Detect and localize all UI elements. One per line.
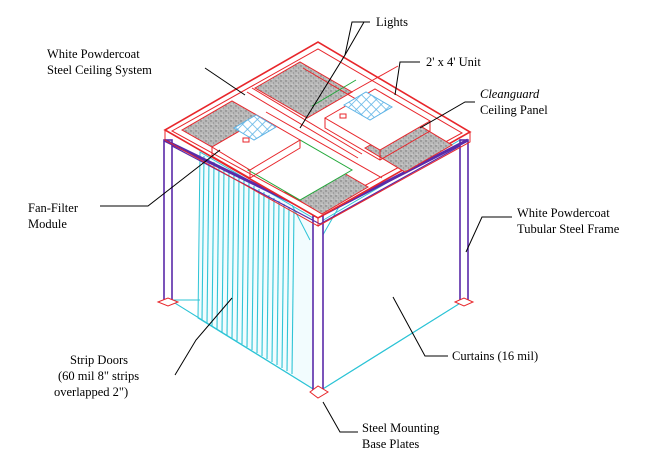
label-ceiling-system-2: Steel Ceiling System bbox=[47, 63, 152, 77]
label-fan-filter-2: Module bbox=[28, 217, 67, 231]
filter-grid-icon bbox=[343, 91, 393, 121]
fan-filter-module-right bbox=[324, 88, 431, 161]
labels: Lights White Powdercoat Steel Ceiling Sy… bbox=[28, 15, 620, 451]
strip-doors bbox=[201, 155, 295, 375]
label-base-plates-1: Steel Mounting bbox=[362, 421, 440, 435]
ceiling-system bbox=[163, 41, 472, 227]
label-strip-doors-1: Strip Doors bbox=[70, 353, 128, 367]
label-strip-doors-2: (60 mil 8" strips bbox=[58, 369, 139, 383]
label-curtains: Curtains (16 mil) bbox=[452, 349, 538, 363]
leader-lines bbox=[100, 21, 512, 433]
label-strip-doors-3: overlapped 2") bbox=[54, 385, 128, 399]
fan-filter-module-left bbox=[211, 114, 301, 179]
label-frame-1: White Powdercoat bbox=[517, 206, 610, 220]
label-ceiling-panel-brand: Cleanguard bbox=[480, 87, 540, 101]
label-lights: Lights bbox=[376, 15, 408, 29]
label-ceiling-panel-rest: Ceiling Panel bbox=[480, 103, 548, 117]
label-frame-2: Tubular Steel Frame bbox=[517, 222, 620, 236]
label-base-plates-2: Base Plates bbox=[362, 437, 419, 451]
base-plates bbox=[156, 297, 475, 399]
label-fan-filter-1: Fan-Filter bbox=[28, 201, 79, 215]
label-unit-size: 2' x 4' Unit bbox=[426, 55, 481, 69]
label-ceiling-system-1: White Powdercoat bbox=[47, 47, 140, 61]
filter-grid-icon bbox=[233, 114, 277, 141]
